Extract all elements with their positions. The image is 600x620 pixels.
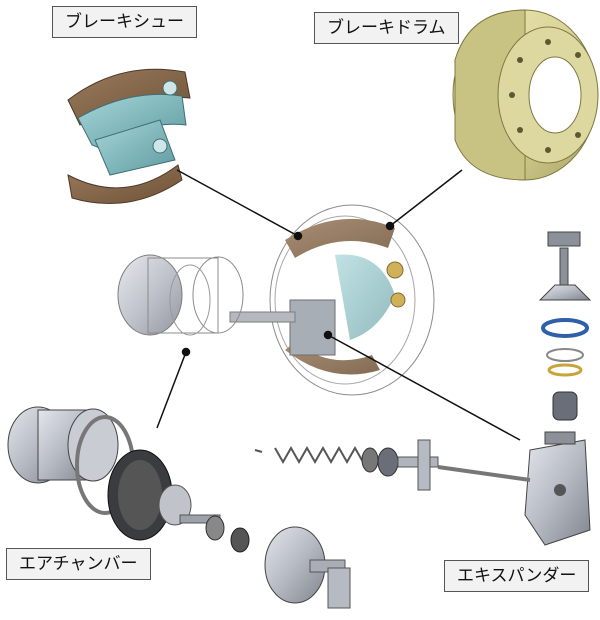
brake-drum-illustration [452, 9, 599, 181]
label-expander: エキスパンダー [444, 560, 590, 592]
leader-dot-air-chamber [181, 347, 191, 357]
expander-illustration [524, 231, 592, 546]
leader-lines [156, 169, 521, 441]
leader-line-expander [327, 334, 521, 441]
assembled-brake-illustration [117, 204, 435, 396]
label-brake-shoe: ブレーキシュー [52, 6, 197, 38]
air-chamber-illustration [7, 406, 351, 609]
expander-rod-spring-illustration [254, 439, 531, 491]
brake-shoe-illustration [67, 68, 191, 204]
leader-dot-brake-shoe [293, 231, 303, 241]
leader-line-brake-shoe [176, 169, 299, 237]
label-brake-drum: ブレーキドラム [314, 12, 459, 44]
leader-line-air-chamber [156, 351, 187, 429]
label-air-chamber: エアチャンバー [6, 548, 151, 580]
leader-line-brake-drum [389, 169, 463, 227]
leader-dot-brake-drum [385, 221, 395, 231]
leader-dot-expander [323, 330, 333, 340]
